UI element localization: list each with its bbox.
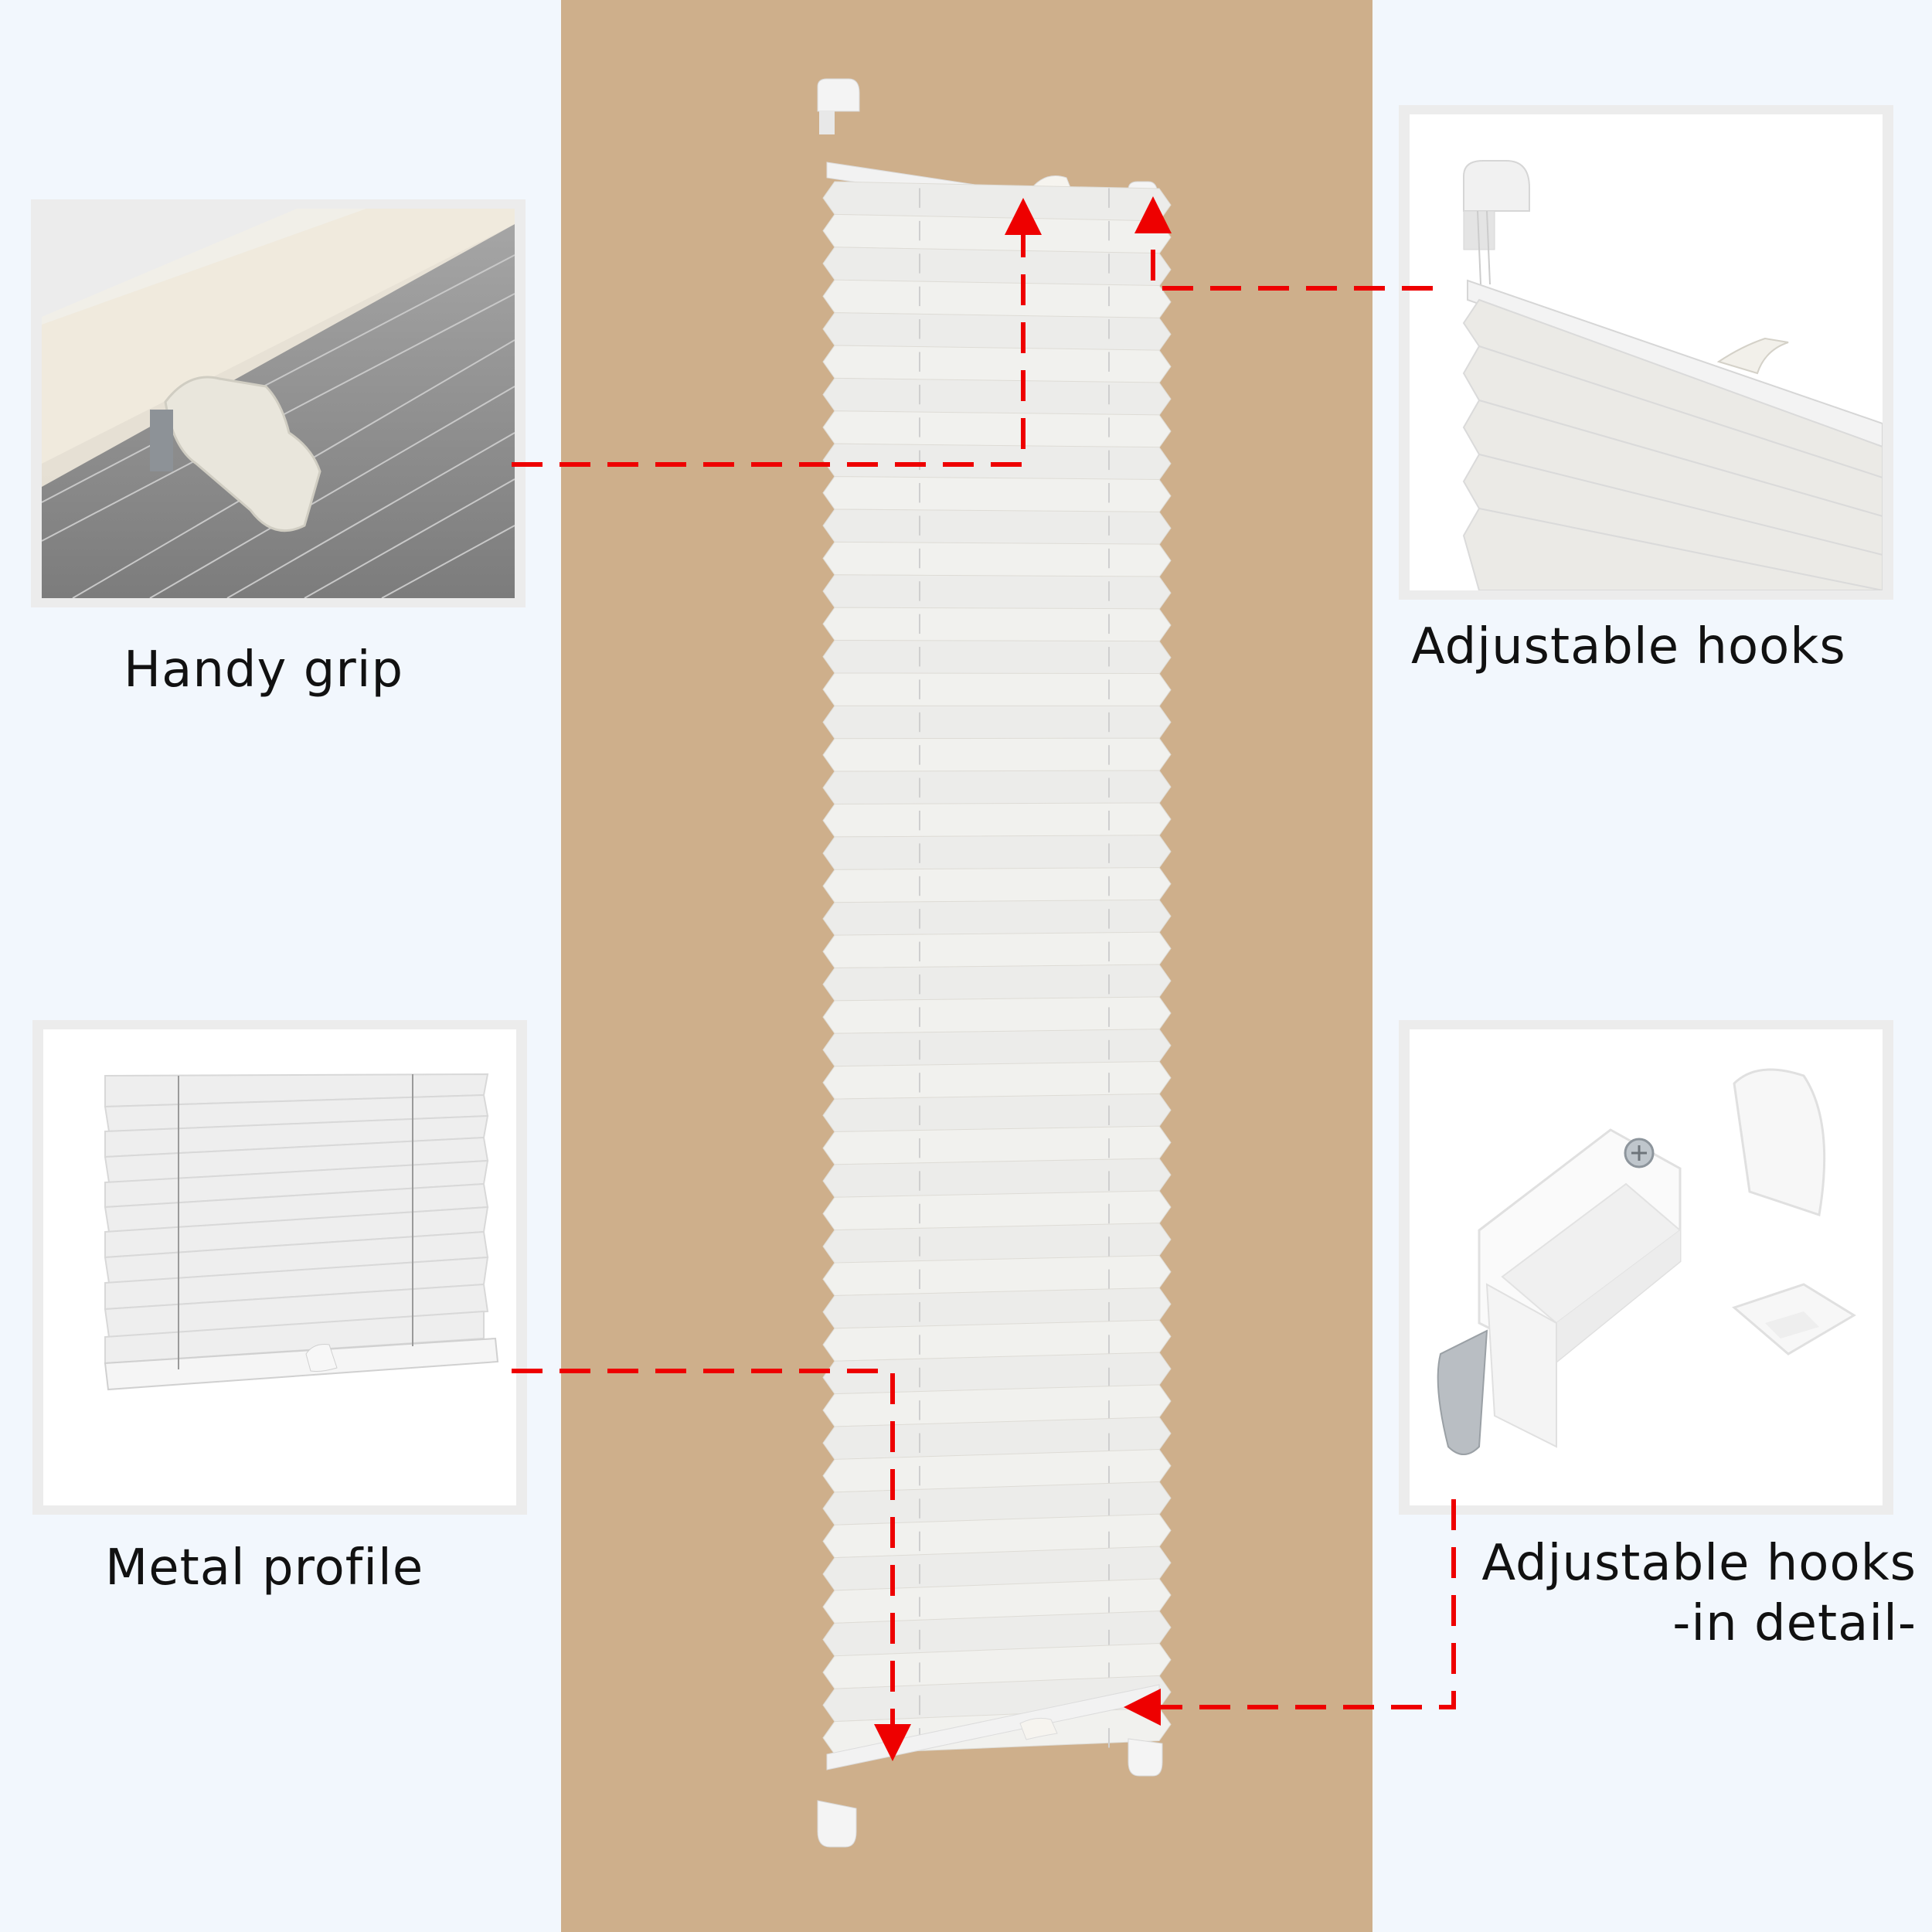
hooks-detail-panel — [1399, 1020, 1893, 1515]
pleated-blind-main — [804, 77, 1190, 1855]
adjustable-hooks-label: Adjustable hooks — [1411, 618, 1846, 675]
metal-profile-label: Metal profile — [105, 1539, 424, 1597]
metal-profile-image — [43, 1029, 516, 1505]
grip-closeup-icon — [42, 209, 515, 598]
hooks-detail-label-line1: Adjustable hooks — [1481, 1535, 1917, 1592]
hook-parts-icon — [1437, 1068, 1856, 1455]
pleated-blind-icon — [817, 78, 1172, 1848]
hooks-detail-label: Adjustable hooks -in detail- — [1461, 1533, 1917, 1654]
metal-profile-panel — [32, 1020, 527, 1515]
handy-grip-label: Handy grip — [124, 641, 404, 699]
adjustable-hooks-panel — [1399, 105, 1893, 600]
hooks-detail-image — [1410, 1029, 1883, 1505]
hook-closeup-icon — [1462, 160, 1883, 590]
hooks-detail-label-line2: -in detail- — [1672, 1595, 1917, 1652]
handy-grip-panel — [31, 199, 526, 607]
blind-profile-icon — [104, 1073, 499, 1391]
handy-grip-image — [42, 209, 515, 598]
adjustable-hooks-image — [1410, 114, 1883, 590]
